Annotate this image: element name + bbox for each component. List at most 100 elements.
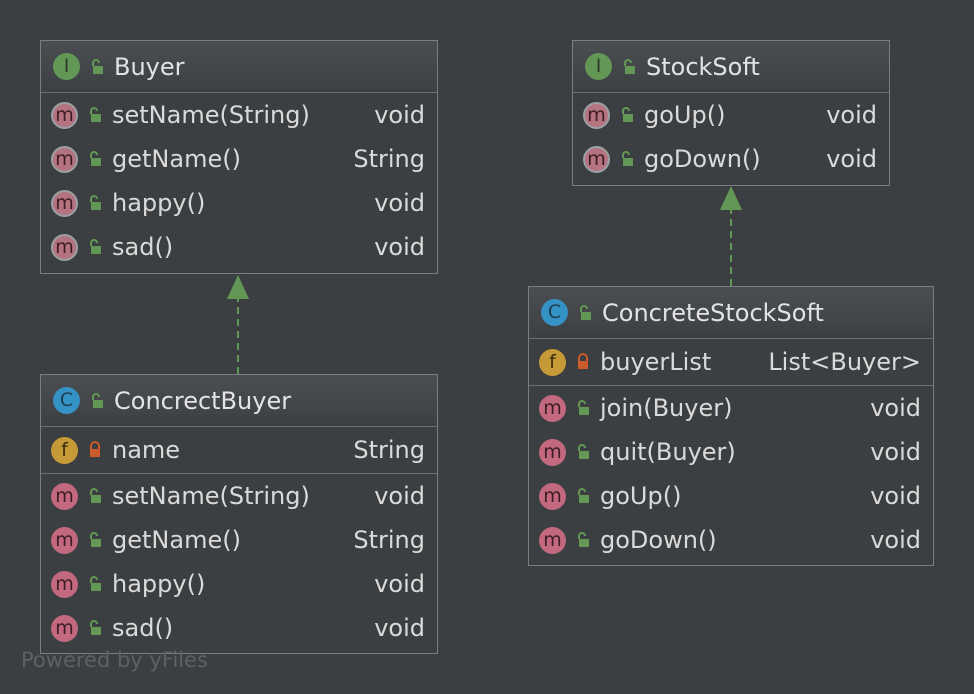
method-name: join(Buyer) — [600, 394, 733, 422]
method-type: void — [870, 438, 921, 466]
public-lock-icon — [90, 620, 101, 635]
method-icon: m — [51, 526, 78, 554]
methods-section: m setName(String) void m getName() Strin… — [41, 474, 437, 650]
method-type: String — [353, 145, 425, 173]
method-type: void — [826, 101, 877, 129]
method-name: sad() — [112, 614, 174, 642]
method-row[interactable]: m goDown() void — [529, 518, 933, 562]
method-name: goUp() — [644, 101, 726, 129]
field-row[interactable]: f buyerList List<Buyer> — [529, 339, 933, 385]
method-row[interactable]: m getName() String — [41, 137, 437, 181]
method-name: sad() — [112, 233, 174, 261]
public-lock-icon — [92, 58, 103, 74]
private-lock-icon — [90, 441, 100, 457]
class-header: I Buyer — [41, 41, 437, 93]
method-row[interactable]: m quit(Buyer) void — [529, 430, 933, 474]
method-row[interactable]: m sad() void — [41, 225, 437, 269]
interface-icon: I — [53, 53, 80, 80]
field-row[interactable]: f name String — [41, 427, 437, 473]
public-lock-icon — [580, 304, 591, 320]
method-row[interactable]: m join(Buyer) void — [529, 386, 933, 430]
method-type: void — [374, 189, 425, 217]
class-header: I StockSoft — [573, 41, 889, 93]
method-type: void — [374, 482, 425, 510]
method-type: void — [374, 101, 425, 129]
field-type: List<Buyer> — [768, 348, 921, 376]
method-row[interactable]: m happy() void — [41, 562, 437, 606]
method-icon: m — [583, 145, 610, 173]
method-icon: m — [51, 614, 78, 642]
methods-section: m setName(String) void m getName() Strin… — [41, 93, 437, 269]
field-type: String — [353, 436, 425, 464]
public-lock-icon — [578, 444, 589, 459]
methods-section: m goUp() void m goDown() void — [573, 93, 889, 181]
method-type: void — [826, 145, 877, 173]
arrowhead-icon — [720, 186, 742, 210]
public-lock-icon — [578, 400, 589, 415]
method-row[interactable]: m goUp() void — [529, 474, 933, 518]
public-lock-icon — [90, 195, 101, 210]
interface-icon: I — [585, 53, 612, 80]
method-icon: m — [583, 101, 610, 129]
public-lock-icon — [90, 239, 101, 254]
method-type: void — [374, 614, 425, 642]
method-type: void — [374, 570, 425, 598]
method-icon: m — [539, 438, 566, 466]
method-row[interactable]: m getName() String — [41, 518, 437, 562]
method-row[interactable]: m goUp() void — [573, 93, 889, 137]
field-icon: f — [539, 348, 566, 376]
edge-concretestocksoft-to-stocksoft — [720, 186, 742, 286]
public-lock-icon — [90, 151, 101, 166]
method-name: getName() — [112, 526, 241, 554]
public-lock-icon — [578, 532, 589, 547]
field-name: name — [112, 436, 181, 464]
class-name: ConcreteStockSoft — [602, 298, 824, 327]
method-type: void — [870, 394, 921, 422]
class-header: C ConcreteStockSoft — [529, 287, 933, 339]
method-name: goUp() — [600, 482, 682, 510]
method-name: getName() — [112, 145, 241, 173]
method-icon: m — [51, 189, 78, 217]
class-name: StockSoft — [646, 52, 760, 81]
class-header: C ConcrectBuyer — [41, 375, 437, 427]
method-row[interactable]: m setName(String) void — [41, 474, 437, 518]
method-icon: m — [51, 482, 78, 510]
method-name: setName(String) — [112, 482, 310, 510]
private-lock-icon — [578, 353, 588, 369]
method-name: goDown() — [644, 145, 761, 173]
method-row[interactable]: m goDown() void — [573, 137, 889, 181]
arrowhead-icon — [227, 275, 249, 299]
public-lock-icon — [90, 107, 101, 122]
class-node-stocksoft[interactable]: I StockSoft m goUp() void m goDown() voi… — [572, 40, 890, 186]
class-node-concretestocksoft[interactable]: C ConcreteStockSoft f buyerList List<Buy… — [528, 286, 934, 566]
method-name: setName(String) — [112, 101, 310, 129]
method-row[interactable]: m happy() void — [41, 181, 437, 225]
method-type: String — [353, 526, 425, 554]
method-name: happy() — [112, 570, 206, 598]
public-lock-icon — [90, 576, 101, 591]
public-lock-icon — [624, 58, 635, 74]
class-name: Buyer — [114, 52, 185, 81]
field-icon: f — [51, 436, 78, 464]
class-name: ConcrectBuyer — [114, 386, 292, 415]
method-icon: m — [539, 526, 566, 554]
class-node-concrectbuyer[interactable]: C ConcrectBuyer f name String m setName(… — [40, 374, 438, 654]
edge-concrectbuyer-to-buyer — [227, 275, 249, 374]
class-icon: C — [53, 387, 80, 414]
public-lock-icon — [578, 488, 589, 503]
method-row[interactable]: m sad() void — [41, 606, 437, 650]
public-lock-icon — [90, 532, 101, 547]
method-type: void — [870, 482, 921, 510]
method-name: happy() — [112, 189, 206, 217]
public-lock-icon — [622, 151, 633, 166]
method-type: void — [374, 233, 425, 261]
method-type: void — [870, 526, 921, 554]
method-icon: m — [51, 101, 78, 129]
method-row[interactable]: m setName(String) void — [41, 93, 437, 137]
public-lock-icon — [90, 488, 101, 503]
class-node-buyer[interactable]: I Buyer m setName(String) void m getName… — [40, 40, 438, 274]
fields-section: f buyerList List<Buyer> — [529, 339, 933, 386]
field-name: buyerList — [600, 348, 712, 376]
class-icon: C — [541, 299, 568, 326]
